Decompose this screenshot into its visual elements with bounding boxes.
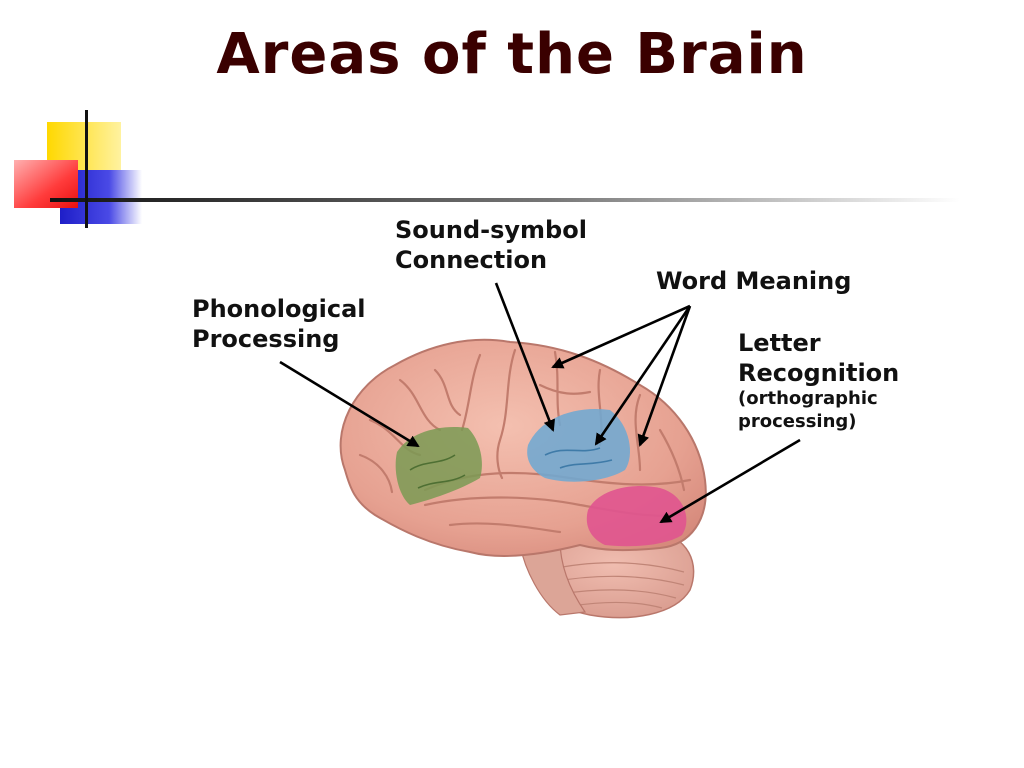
label-letter-line3: (orthographic (738, 388, 878, 409)
arrows (279, 282, 801, 524)
label-letter-line1: Letter (738, 329, 821, 357)
sound-symbol-folds (544, 447, 613, 469)
label-sound-symbol-connection: Sound-symbol Connection (395, 215, 587, 275)
label-phonological-line2: Processing (192, 325, 340, 353)
horizontal-rule (50, 198, 960, 202)
arrow-word-meaning-3 (637, 305, 692, 447)
label-sound-symbol-line1: Sound-symbol (395, 216, 587, 244)
phonological-folds (409, 454, 466, 489)
label-phonological-processing: Phonological Processing (192, 294, 366, 354)
arrow-word-meaning-1 (551, 304, 691, 369)
arrow-phonological (279, 360, 420, 448)
letter-recognition-region (586, 486, 687, 547)
arrow-letter-recognition (659, 438, 801, 524)
label-sound-symbol-line2: Connection (395, 246, 548, 274)
vertical-rule (85, 110, 88, 228)
label-letter-line4: processing) (738, 410, 857, 432)
brain-stem (519, 539, 587, 616)
label-phonological-line1: Phonological (192, 295, 366, 323)
arrow-word-meaning-2 (594, 305, 692, 446)
slide-title: Areas of the Brain (216, 22, 808, 87)
label-word-meaning-line1: Word Meaning (656, 267, 852, 295)
label-letter-line2: Recognition (738, 359, 900, 387)
label-letter-recognition: Letter Recognition (orthographic process… (738, 328, 899, 433)
corner-squares-decoration-icon (14, 110, 960, 228)
arrow-sound-symbol (494, 282, 555, 432)
label-word-meaning: Word Meaning (656, 266, 851, 296)
